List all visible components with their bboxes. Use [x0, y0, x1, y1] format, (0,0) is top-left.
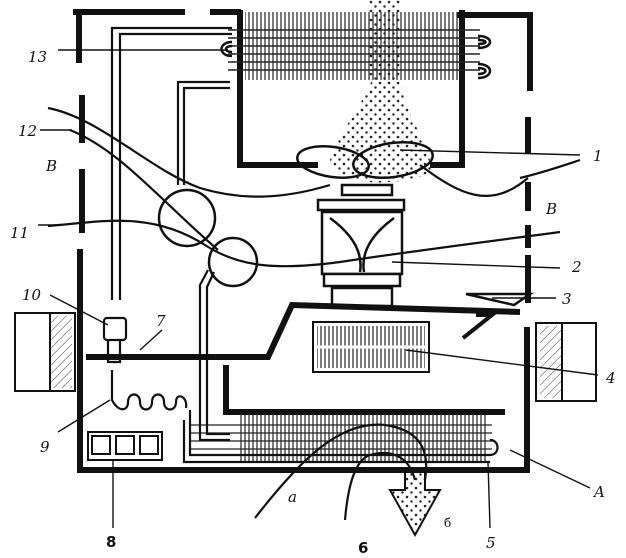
callout-4: 4: [605, 369, 616, 387]
insulation-left: [14, 312, 76, 392]
label-B-left: B: [45, 157, 57, 175]
callout-12: 12: [18, 122, 37, 140]
fan-blades: [296, 141, 434, 179]
coil-spring: [110, 370, 188, 411]
air-funnel: [330, 80, 430, 160]
wall-left-lower: [77, 249, 530, 473]
callout-1: 1: [593, 147, 603, 165]
evaporator-grid-hlines: [228, 29, 480, 71]
control-block: [87, 431, 163, 461]
callout-10: 10: [22, 286, 42, 304]
callout-6: 6: [358, 539, 368, 557]
callout-8: 8: [106, 533, 116, 551]
damper-flap: [461, 292, 535, 340]
expansion-valve: [102, 316, 128, 364]
leader-lines: [38, 49, 599, 529]
air-inlet-stream: [368, 0, 400, 80]
wall-top-far-right: [457, 12, 533, 91]
defrost-heater: [312, 321, 430, 373]
callout-13: 13: [28, 48, 47, 66]
label-a: a: [288, 488, 297, 506]
airflow-arrows: [254, 423, 428, 521]
insulation-right: [535, 322, 597, 402]
cables: [47, 106, 581, 268]
callout-9: 9: [40, 438, 50, 456]
callout-7: 7: [156, 312, 166, 330]
label-A: A: [592, 483, 605, 501]
exhaust-arrow: [388, 469, 442, 538]
fan-motor: [316, 183, 406, 308]
callout-11: 11: [10, 224, 29, 242]
pulleys: [157, 188, 259, 288]
callout-3: 3: [562, 290, 572, 308]
label-B-right: B: [545, 200, 557, 218]
refrigerant-tubing: [110, 26, 499, 464]
callout-2: 2: [571, 258, 582, 276]
callout-5: 5: [486, 534, 496, 552]
label-b-small: б: [444, 516, 451, 530]
evaporator-coil-bends: [220, 34, 492, 80]
air-channel-inner: [223, 365, 505, 415]
divider-shelf: [86, 301, 521, 360]
